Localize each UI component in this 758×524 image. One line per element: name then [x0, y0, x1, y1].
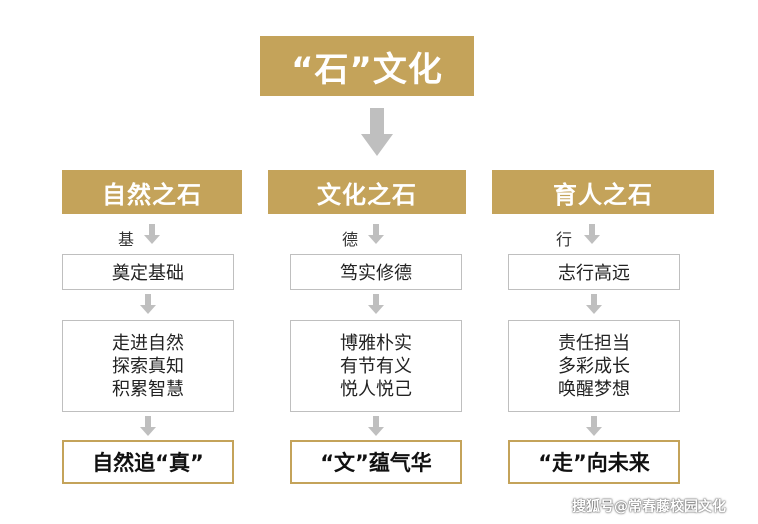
values-box: 责任担当 多彩成长 唤醒梦想: [508, 320, 680, 412]
down-arrow-icon: [586, 416, 602, 436]
value-line: 积累智慧: [112, 378, 184, 400]
values-box: 走进自然 探索真知 积累智慧: [62, 320, 234, 412]
value-line: 多彩成长: [558, 355, 630, 377]
value-line: 走进自然: [112, 332, 184, 354]
column-header: 自然之石: [62, 170, 242, 214]
column-label: 行: [556, 230, 573, 249]
result-box: “文”蕴气华: [290, 440, 462, 484]
values-box: 博雅朴实 有节有义 悦人悦己: [290, 320, 462, 412]
step-box: 志行高远: [508, 254, 680, 290]
column-header: 文化之石: [268, 170, 466, 214]
watermark: 搜狐号@常春藤校园文化: [572, 499, 726, 515]
step-box: 笃实修德: [290, 254, 462, 290]
result-box: 自然追“真”: [62, 440, 234, 484]
value-line: 唤醒梦想: [558, 378, 630, 400]
value-line: 探索真知: [112, 355, 184, 377]
value-line: 有节有义: [340, 355, 412, 377]
column-header: 育人之石: [492, 170, 714, 214]
column-label: 基: [118, 230, 135, 249]
down-arrow-icon: [368, 294, 384, 314]
result-box: “走”向未来: [508, 440, 680, 484]
down-arrow-icon: [586, 294, 602, 314]
diagram-title: “石”文化: [260, 36, 474, 96]
down-arrow-icon: [144, 224, 160, 244]
down-arrow-icon: [368, 224, 384, 244]
down-arrow-icon: [361, 108, 393, 156]
column-label: 德: [342, 230, 359, 249]
down-arrow-icon: [584, 224, 600, 244]
step-box: 奠定基础: [62, 254, 234, 290]
down-arrow-icon: [368, 416, 384, 436]
value-line: 责任担当: [558, 332, 630, 354]
down-arrow-icon: [140, 294, 156, 314]
value-line: 悦人悦己: [340, 378, 412, 400]
down-arrow-icon: [140, 416, 156, 436]
value-line: 博雅朴实: [340, 332, 412, 354]
